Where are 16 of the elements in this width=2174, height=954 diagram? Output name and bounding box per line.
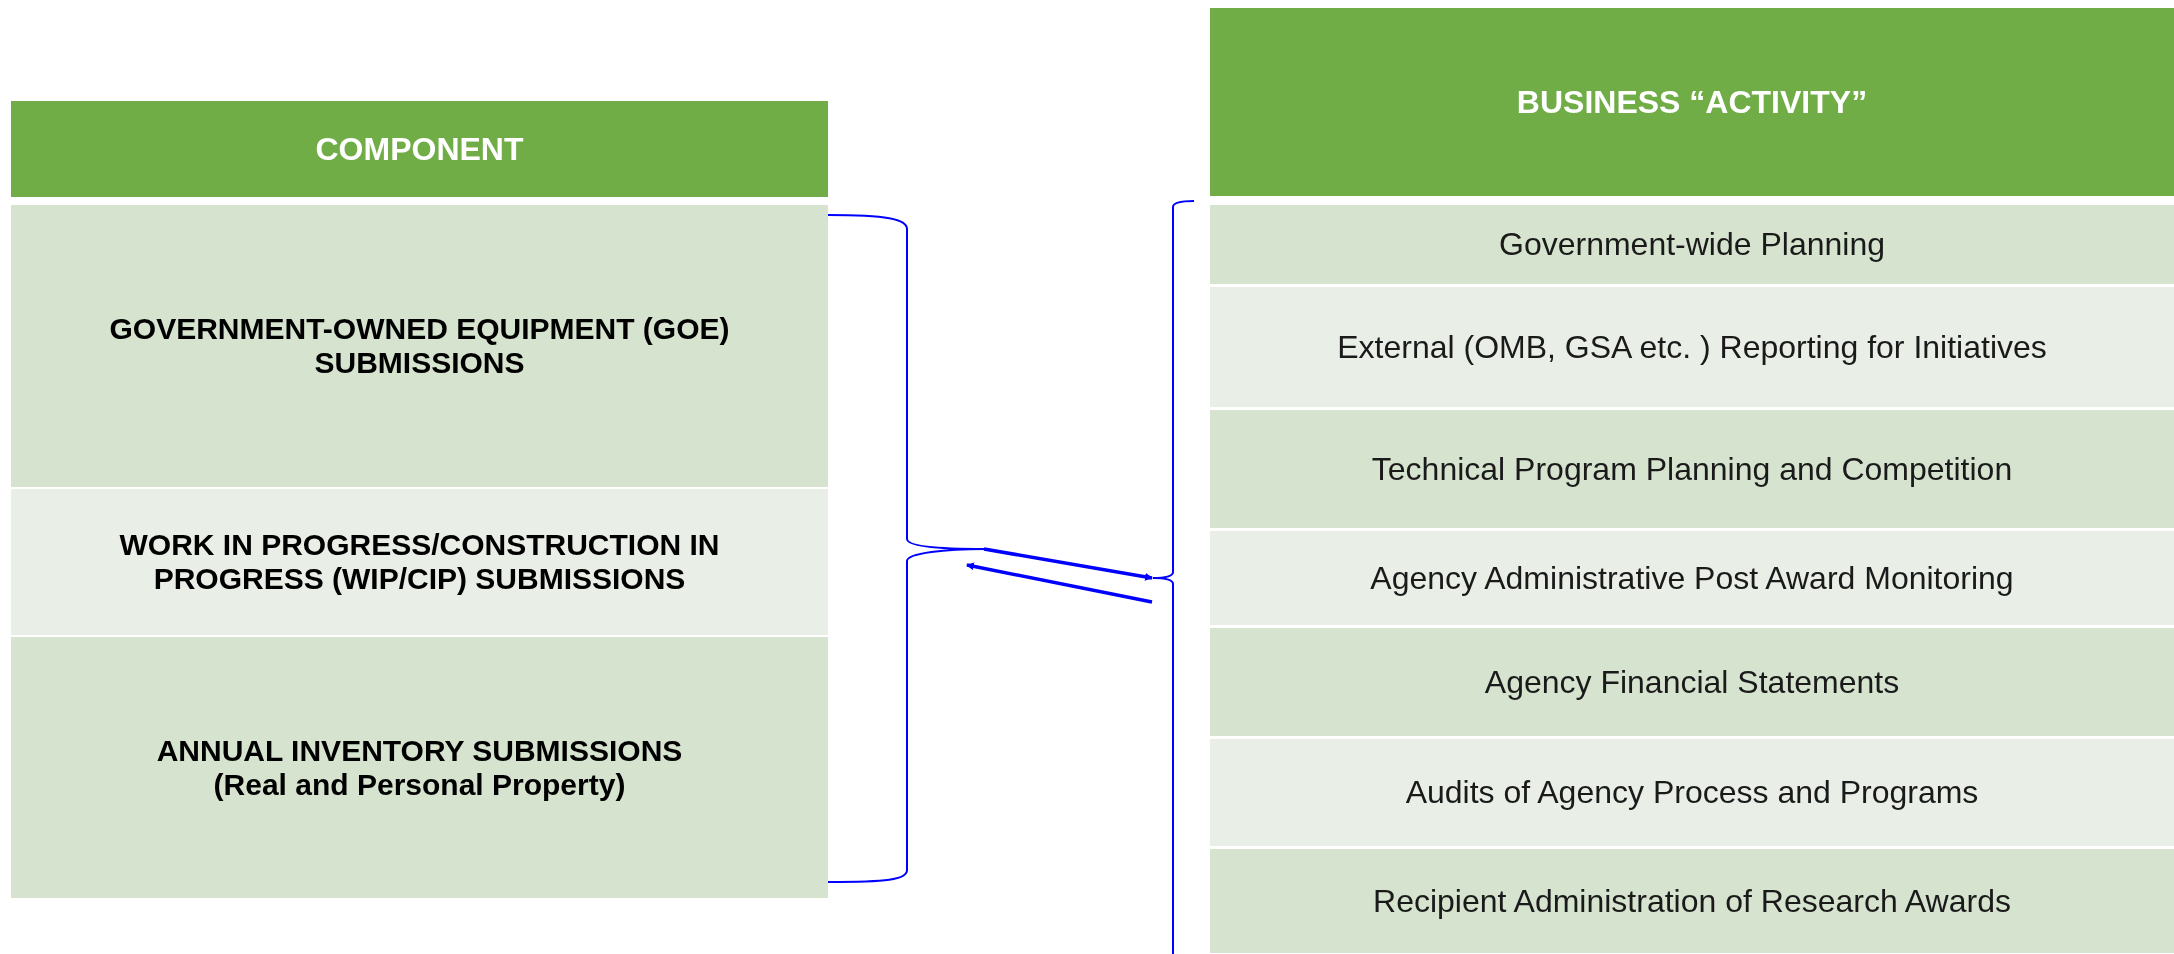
table-row: Agency Administrative Post Award Monitoring [1210, 531, 2174, 625]
table-row: Audits of Agency Process and Programs [1210, 739, 2174, 846]
table-row: Government-wide Planning [1210, 205, 2174, 284]
table-header: BUSINESS “ACTIVITY” [1210, 8, 2174, 196]
table-row: Technical Program Planning and Competition [1210, 410, 2174, 528]
table [11, 101, 828, 898]
table-row: Recipient Administration of Research Awards [1210, 849, 2174, 953]
table-row: ANNUAL INVENTORY SUBMISSIONS (Real and Personal Property) [11, 637, 828, 898]
table-row: Agency Financial Statements [1210, 628, 2174, 736]
table-row: GOVERNMENT-OWNED EQUIPMENT (GOE) SUBMISSIONS [11, 205, 828, 487]
arrow [966, 562, 1153, 604]
table-header: COMPONENT [11, 101, 828, 197]
table-row: WORK IN PROGRESS/CONSTRUCTION IN PROGRESS (WIP/CIP) SUBMISSIONS [11, 489, 828, 635]
table [1210, 8, 2174, 953]
arrow [983, 547, 1153, 581]
table-row: External (OMB, GSA etc. ) Reporting for Initiatives [1210, 287, 2174, 407]
